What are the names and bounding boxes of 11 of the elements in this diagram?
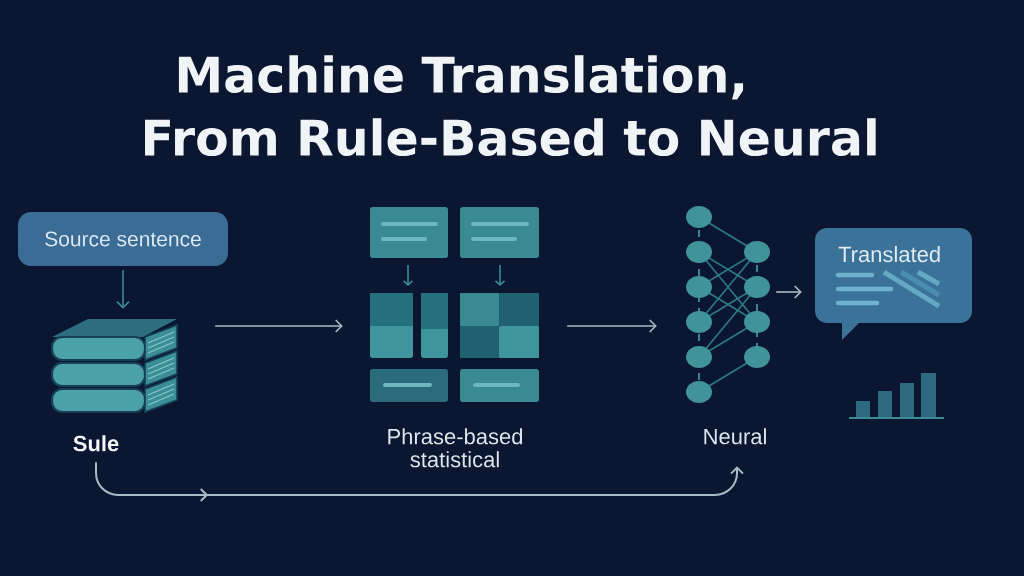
node-label: Sule — [73, 435, 119, 452]
arrow — [775, 285, 802, 299]
arrow — [95, 461, 744, 502]
node-label: Neural — [704, 428, 766, 445]
arrow — [566, 319, 657, 333]
arrow — [214, 319, 343, 333]
title: Machine Translation, From Rule-Based to Neural — [145, 55, 876, 157]
arrow — [116, 269, 130, 309]
node-label: Phrase-based statistical — [388, 428, 523, 468]
speech-bubble: Translated — [815, 228, 972, 340]
process-box: Source sentence — [18, 212, 228, 266]
